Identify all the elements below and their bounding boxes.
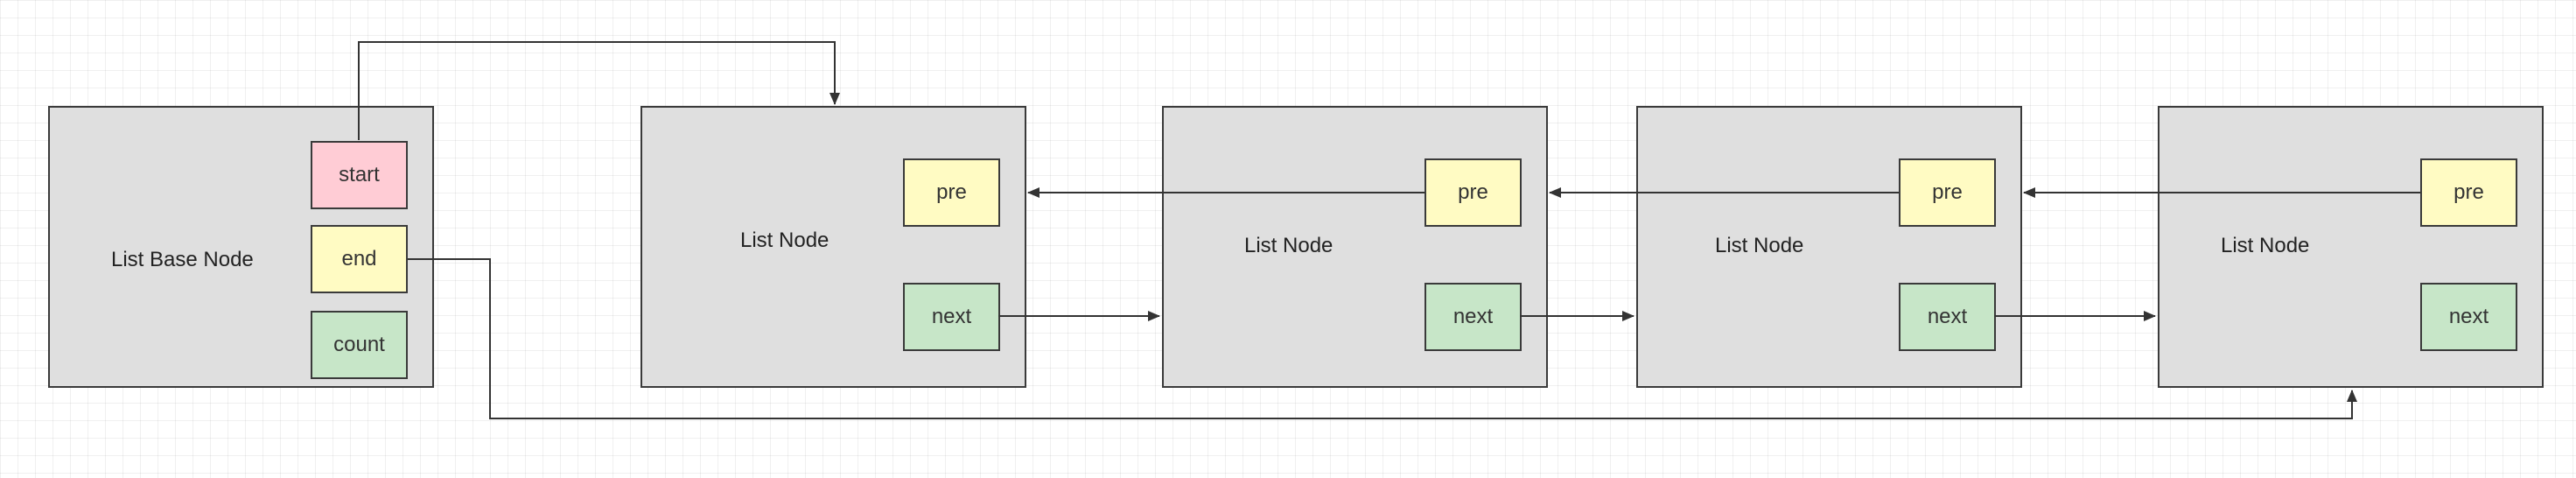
list-node-2-title: List Node bbox=[1244, 234, 1334, 257]
list-node-3-next-field: next bbox=[1899, 283, 1996, 351]
list-node-1-title: List Node bbox=[740, 228, 830, 252]
count-field: count bbox=[311, 311, 408, 379]
list-node-2: List Node pre next bbox=[1162, 106, 1548, 388]
list-node-2-pre-field: pre bbox=[1424, 158, 1522, 227]
list-node-1: List Node pre next bbox=[640, 106, 1026, 388]
list-node-4-pre-field: pre bbox=[2420, 158, 2517, 227]
list-base-node: List Base Node start end count bbox=[48, 106, 434, 388]
list-node-4-title: List Node bbox=[2221, 234, 2310, 257]
end-field: end bbox=[311, 225, 408, 293]
list-base-node-title: List Base Node bbox=[111, 248, 254, 271]
list-node-1-pre-field: pre bbox=[903, 158, 1000, 227]
list-node-3-title: List Node bbox=[1715, 234, 1804, 257]
list-node-3-pre-field: pre bbox=[1899, 158, 1996, 227]
list-node-4-next-field: next bbox=[2420, 283, 2517, 351]
list-node-2-next-field: next bbox=[1424, 283, 1522, 351]
start-field: start bbox=[311, 141, 408, 209]
list-node-4: List Node pre next bbox=[2158, 106, 2544, 388]
list-node-1-next-field: next bbox=[903, 283, 1000, 351]
list-node-3: List Node pre next bbox=[1636, 106, 2022, 388]
